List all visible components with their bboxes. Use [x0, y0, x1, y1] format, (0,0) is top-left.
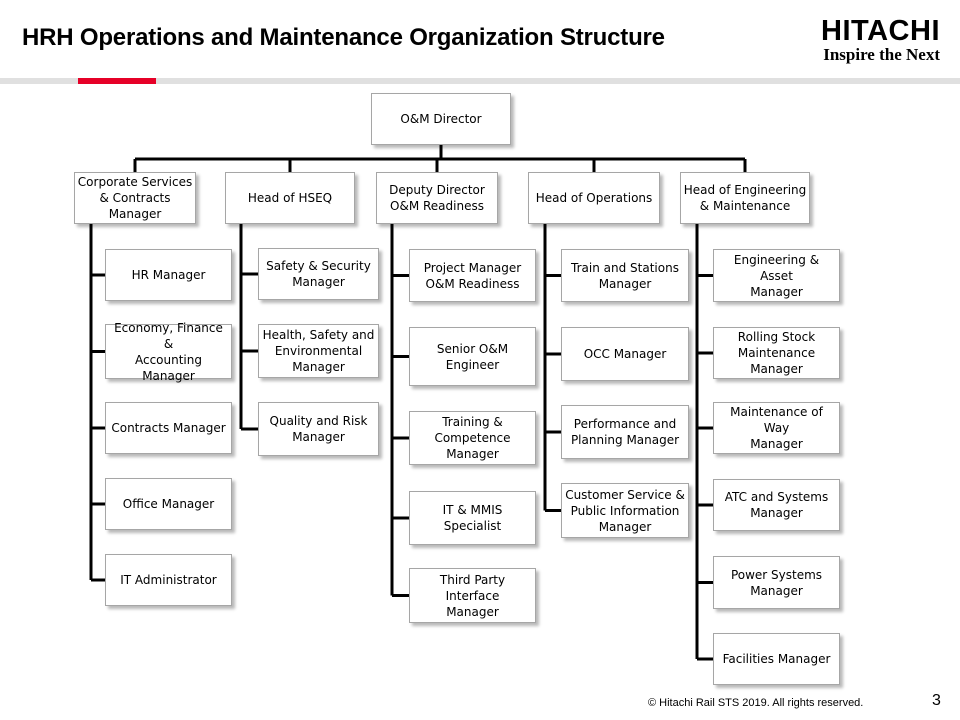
org-node-report: IT & MMIS Specialist	[409, 491, 536, 545]
org-node-head: Head of HSEQ	[225, 172, 355, 224]
org-node-report: Safety & Security Manager	[258, 248, 379, 300]
org-node-report: Contracts Manager	[105, 402, 232, 454]
header-rule	[0, 78, 960, 84]
org-node-report: Performance and Planning Manager	[561, 405, 689, 459]
logo-tagline: Inspire the Next	[821, 46, 940, 64]
org-node-head: Head of Operations	[528, 172, 660, 224]
org-node-report: Health, Safety and Environmental Manager	[258, 324, 379, 378]
hitachi-logo: HITACHI Inspire the Next	[821, 16, 940, 64]
footer-copyright: © Hitachi Rail STS 2019. All rights rese…	[648, 697, 864, 709]
org-node-report: Rolling Stock Maintenance Manager	[713, 327, 840, 379]
org-node-report: Customer Service & Public Information Ma…	[561, 483, 689, 538]
page-number: 3	[932, 692, 941, 709]
org-node-report: ATC and Systems Manager	[713, 479, 840, 531]
org-node-report: Quality and Risk Manager	[258, 402, 379, 456]
org-node-report: Training & Competence Manager	[409, 411, 536, 465]
org-node-report: IT Administrator	[105, 554, 232, 606]
header-rule-accent	[78, 78, 156, 84]
page-title: HRH Operations and Maintenance Organizat…	[22, 24, 665, 51]
logo-name: HITACHI	[821, 15, 940, 47]
org-node-root: O&M Director	[371, 93, 511, 145]
org-node-head: Deputy Director O&M Readiness	[376, 172, 498, 224]
org-node-report: HR Manager	[105, 249, 232, 301]
org-node-report: Maintenance of Way Manager	[713, 402, 840, 454]
org-node-report: Power Systems Manager	[713, 556, 840, 609]
logo-tagline-text: Inspire the Next	[823, 45, 940, 64]
org-node-report: Third Party Interface Manager	[409, 568, 536, 623]
org-node-report: Train and Stations Manager	[561, 249, 689, 302]
org-node-head: Head of Engineering & Maintenance	[680, 172, 810, 224]
org-node-head: Corporate Services & Contracts Manager	[74, 172, 196, 224]
org-node-report: Senior O&M Engineer	[409, 327, 536, 386]
org-node-report: Office Manager	[105, 478, 232, 530]
org-node-report: Facilities Manager	[713, 633, 840, 685]
org-node-report: Economy, Finance & Accounting Manager	[105, 321, 232, 383]
org-node-report: Engineering & Asset Manager	[713, 249, 840, 302]
org-node-report: Project Manager O&M Readiness	[409, 249, 536, 302]
org-node-report: OCC Manager	[561, 327, 689, 381]
